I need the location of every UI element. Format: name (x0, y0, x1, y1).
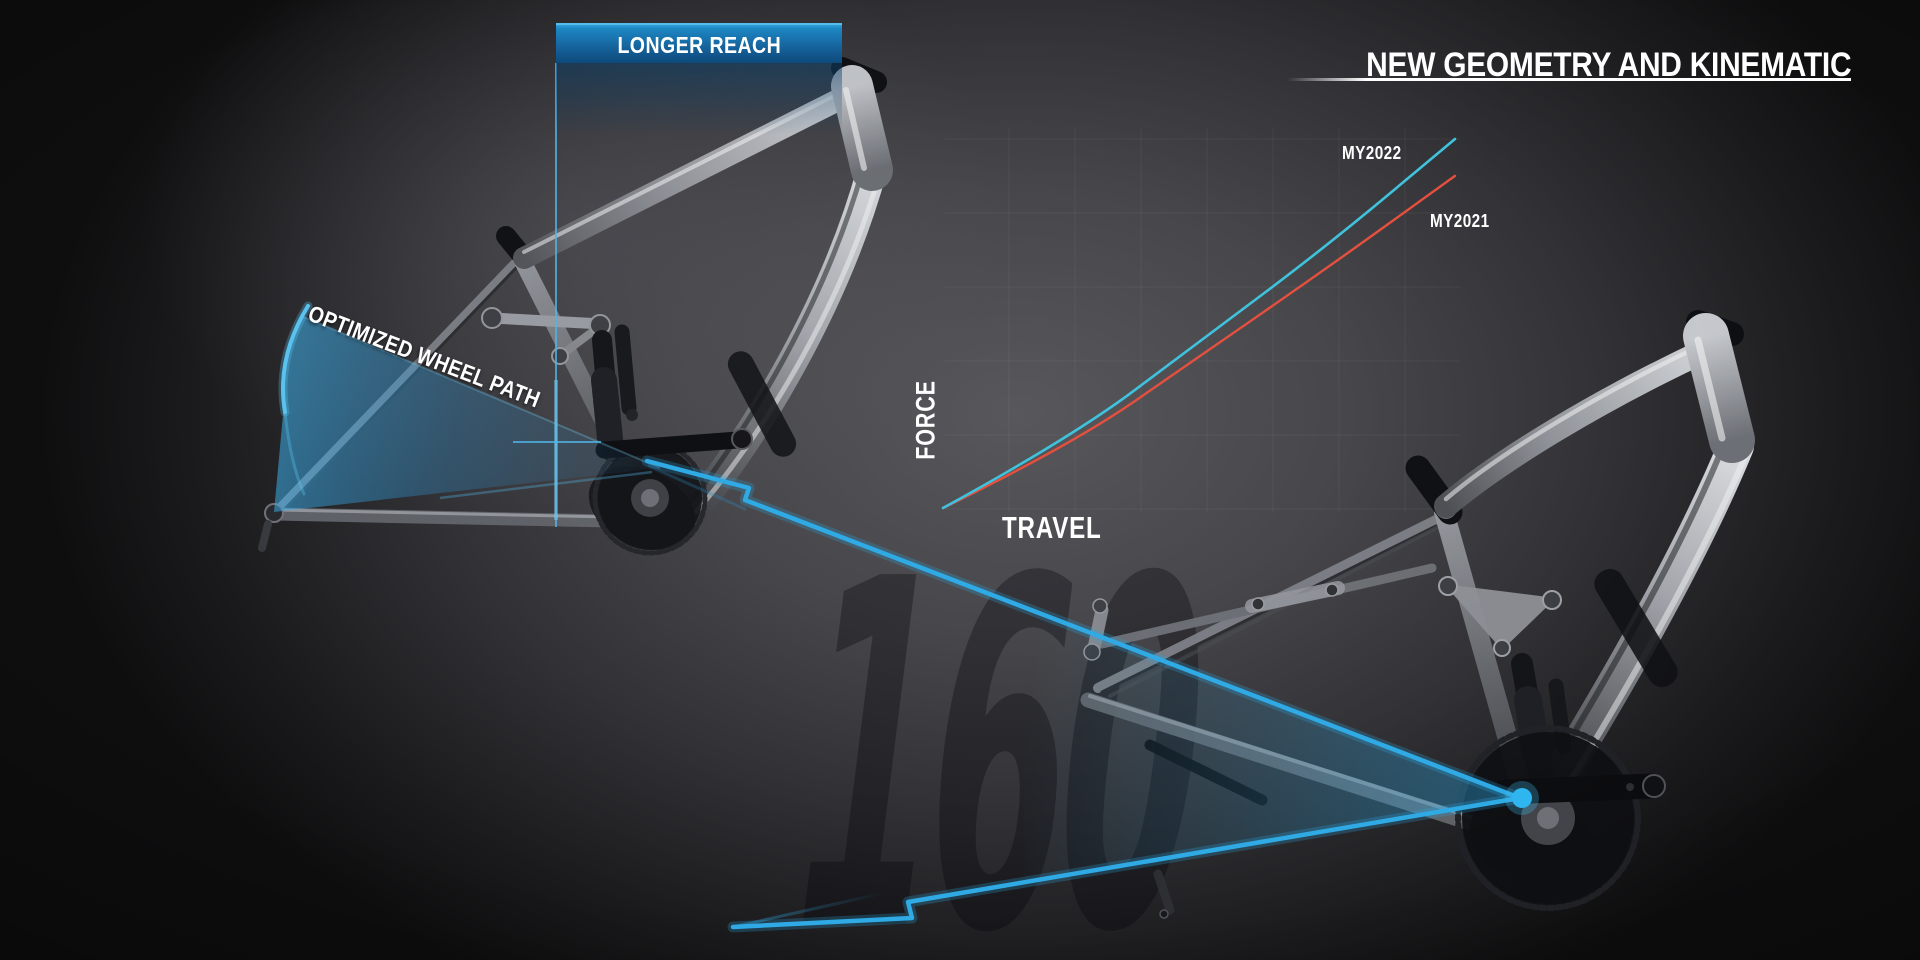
lightning-upper (644, 458, 1523, 801)
wheel-path-wedge (274, 301, 661, 512)
wheel-path-arc-tail (283, 410, 306, 496)
pivot-triangle-fill (1024, 606, 1520, 884)
kinematic-lightning-line (641, 455, 1539, 933)
my2021-curve (941, 174, 1457, 510)
lightning-lower (730, 795, 1523, 930)
chart-grid (945, 128, 1460, 512)
wheel-path-arc (281, 304, 310, 414)
my2022-curve (941, 137, 1457, 510)
lightning-ghost (647, 464, 747, 511)
reach-measurement (513, 63, 601, 527)
right-bike-frame-illustration (1080, 310, 1755, 919)
kinematic-curves (941, 137, 1457, 510)
wheel-path-bottom-streak (439, 470, 653, 500)
lightning-sliver-edge (731, 891, 886, 929)
left-bike-frame-illustration (258, 57, 893, 556)
pivot-point-dot (1512, 788, 1532, 808)
wheel-path-fill (274, 316, 660, 512)
